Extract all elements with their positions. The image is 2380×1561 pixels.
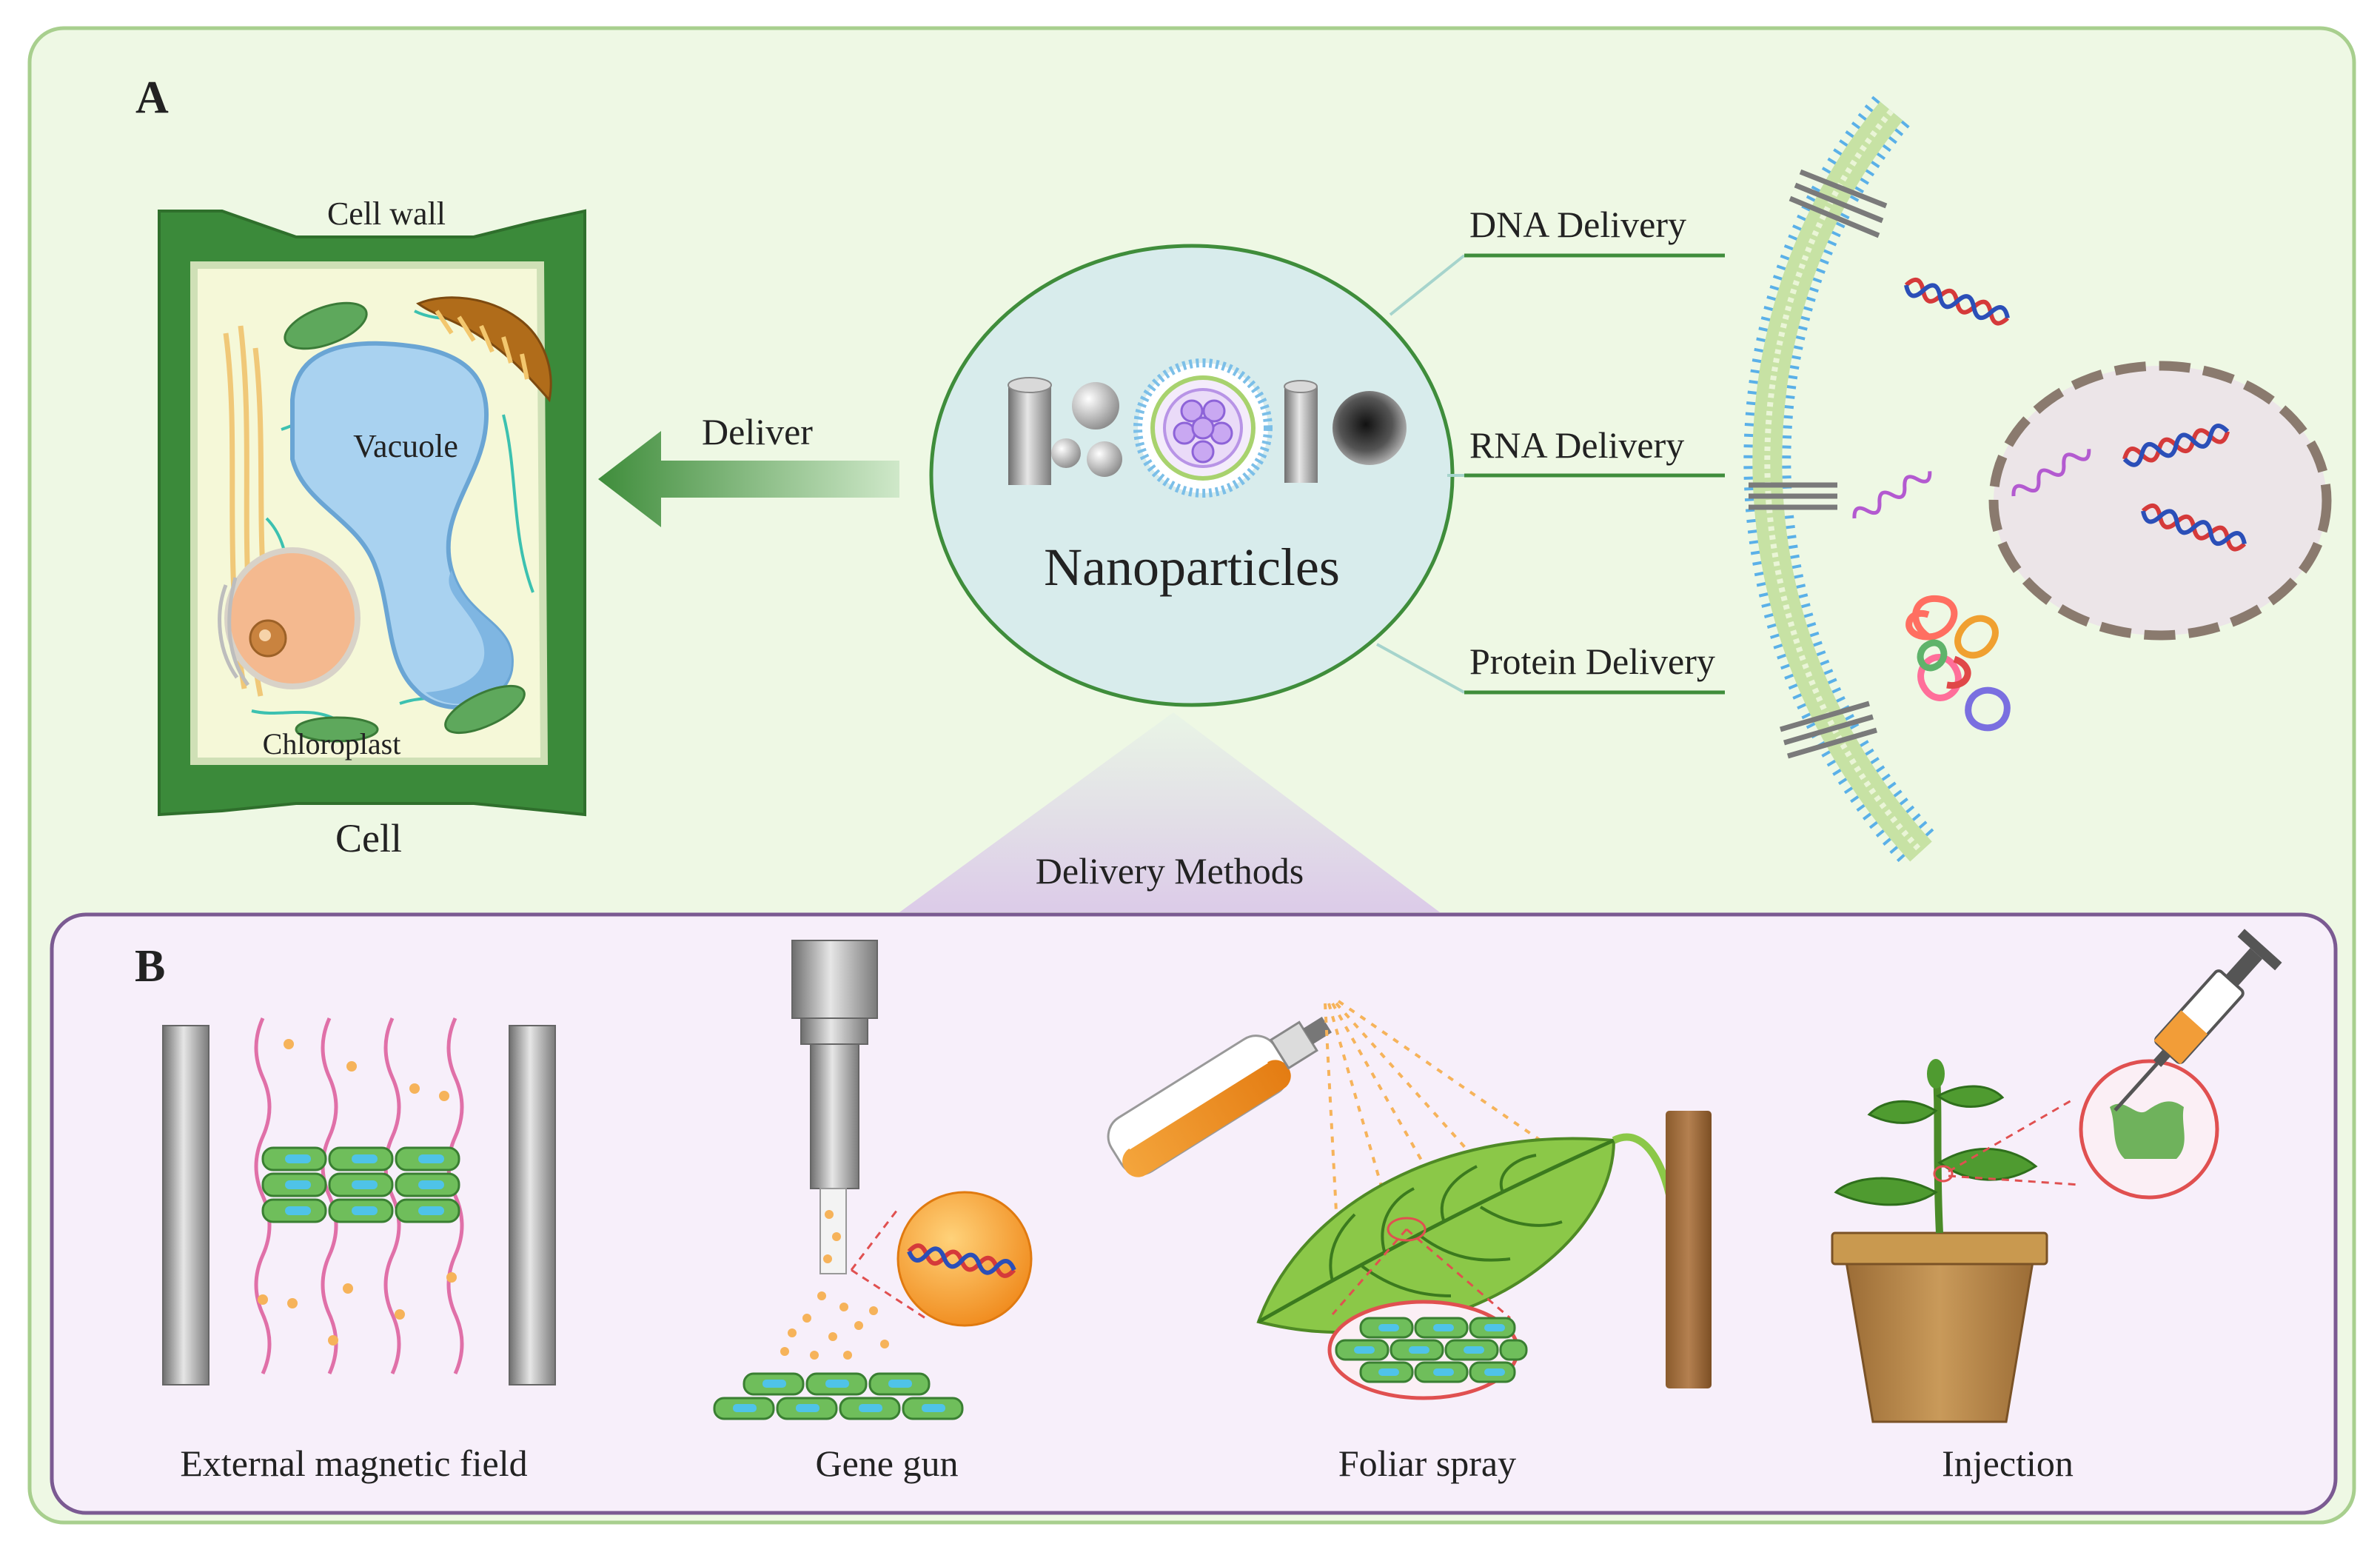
deliver-arrow bbox=[598, 431, 899, 527]
leaf-cells bbox=[1335, 1317, 1528, 1383]
dna-helix-nucleus-2 bbox=[2141, 503, 2247, 552]
membrane-channels bbox=[1749, 169, 1888, 759]
chloroplast-right bbox=[444, 684, 526, 735]
vacuole-label: Vacuole bbox=[353, 428, 458, 464]
protein-delivery-label: Protein Delivery bbox=[1469, 641, 1715, 682]
syringe bbox=[2113, 929, 2282, 1112]
nanoparticle-icons bbox=[1008, 358, 1407, 498]
panel-a-letter: A bbox=[135, 73, 169, 123]
plant-leaf bbox=[1867, 1100, 1938, 1124]
panel-b-frame bbox=[50, 912, 2338, 1515]
mitochondrion bbox=[416, 296, 552, 403]
deliver-label: Deliver bbox=[702, 411, 813, 452]
method-label-foliar-spray: Foliar spray bbox=[1338, 1443, 1516, 1484]
chloroplast-label: Chloroplast bbox=[263, 727, 401, 761]
rna-strand-outside bbox=[1852, 471, 1932, 519]
rna-strand-nucleus bbox=[2011, 449, 2091, 497]
cell-title: Cell bbox=[335, 816, 402, 860]
plant-leaf bbox=[1834, 1177, 1938, 1206]
nucleus bbox=[224, 547, 361, 689]
delivery-leaders bbox=[1376, 254, 1466, 694]
delivery-methods-label: Delivery Methods bbox=[1036, 850, 1304, 892]
dna-delivery-label: DNA Delivery bbox=[1469, 204, 1686, 245]
gene-gun-cells bbox=[713, 1372, 964, 1420]
rna-delivery-label: RNA Delivery bbox=[1469, 424, 1684, 466]
chloroplast-bottom bbox=[295, 716, 379, 743]
magnetic-cell-group bbox=[261, 1146, 460, 1223]
cell-wall-label: Cell wall bbox=[327, 195, 446, 232]
dna-helix-nucleus-1 bbox=[2122, 424, 2230, 467]
cell-membrane bbox=[1743, 96, 1939, 868]
injection-illustration bbox=[1831, 929, 2282, 1423]
plant-pot bbox=[1842, 1243, 2037, 1423]
plant-cell bbox=[158, 209, 586, 817]
method-label-gene-gun: Gene gun bbox=[816, 1443, 959, 1484]
foliar-spray-illustration bbox=[1107, 1000, 1712, 1400]
chloroplast-top bbox=[284, 301, 368, 350]
method-label-magnetic: External magnetic field bbox=[180, 1443, 527, 1484]
panel-b-letter: B bbox=[135, 941, 165, 992]
magnetic-field-illustration bbox=[162, 1017, 556, 1385]
delivery-methods-connector bbox=[899, 712, 1440, 912]
gene-gun-illustration bbox=[713, 940, 1033, 1420]
support-stick bbox=[1666, 1111, 1712, 1388]
target-nucleus bbox=[1988, 361, 2332, 641]
protein-cluster bbox=[1905, 595, 2011, 732]
method-label-injection: Injection bbox=[1942, 1443, 2074, 1484]
dna-helix-outside bbox=[1904, 277, 2010, 326]
plant-leaf bbox=[1936, 1085, 2005, 1108]
nanoparticles-label: Nanoparticles bbox=[1044, 538, 1340, 597]
